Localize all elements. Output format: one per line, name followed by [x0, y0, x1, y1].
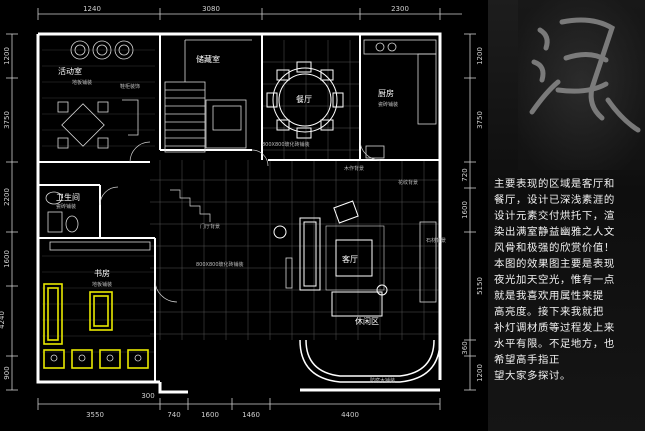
living-room-sofa: [273, 200, 388, 317]
wood-floor-hatch: [42, 49, 155, 353]
room-label-study: 书房: [94, 268, 110, 278]
description-line: 本图的效果图主要是表现: [494, 258, 615, 270]
dim-bottom-4: 1460: [242, 411, 260, 419]
note-activity-floor: 地板铺装: [72, 79, 92, 86]
dim-top-1: 1240: [83, 5, 101, 13]
description-line: 希望高手指正: [494, 354, 560, 366]
description-line: 望大家多探讨。: [494, 370, 571, 382]
entry-steps: [170, 189, 211, 222]
dim-bottom-3: 1600: [201, 411, 219, 419]
dim-top-2: 3080: [202, 5, 220, 13]
floor-tile-grid: [150, 40, 440, 340]
room-label-living: 客厅: [342, 254, 358, 264]
dim-right-4: 1600: [461, 201, 469, 219]
floor-plan: 1240 3080 2300 3550 740 1600 1460 4400 3…: [0, 5, 484, 419]
description-line: 餐厅，设计已深浅素涯的: [494, 194, 615, 206]
activity-room-furniture: [57, 40, 139, 149]
note-dining-floor: 800X800玻化砖铺装: [262, 141, 310, 148]
interior-walls: [38, 34, 440, 382]
description-line: 高亮度。接下来我就把: [494, 306, 604, 318]
dim-bottom-2: 740: [167, 411, 180, 419]
note-a: 鞋柜装饰: [120, 83, 140, 90]
note-d: 门厅背景: [200, 223, 220, 230]
dim-left-4: 1600: [3, 250, 11, 268]
note-bathroom-floor: 瓷砖铺装: [56, 203, 76, 210]
leisure-area-arc: [299, 339, 441, 383]
note-b: 木作背景: [344, 165, 364, 172]
description-line: 水平有限。不足地方，也: [494, 338, 615, 350]
dim-left-1: 1200: [3, 47, 11, 65]
note-f: 石材背景: [426, 237, 446, 244]
description-text: 主要表现的区域是客厅和 餐厅，设计已深浅素涯的 设计元素交付烘托下，渲 染出满室…: [494, 176, 642, 384]
dim-left-6: 900: [3, 366, 11, 379]
dim-left-3: 2200: [3, 188, 11, 206]
dim-right-7: 1200: [476, 364, 484, 382]
description-line: 风骨和极强的欣赏价值！: [494, 242, 615, 254]
dim-right-5: 5150: [476, 277, 484, 295]
description-line: 夜光加天空光，惟有一点: [494, 274, 615, 286]
description-line: 染出满室静益幽雅之人文: [494, 226, 615, 238]
dim-bottom-5: 4400: [341, 411, 359, 419]
note-study-floor: 地板铺装: [92, 281, 112, 288]
tv-wall: [285, 221, 437, 303]
dim-right-6: 360: [461, 341, 469, 354]
study-details: [49, 241, 151, 362]
study-sofa-set: [43, 283, 149, 369]
description-line: 主要表现的区域是客厅和: [494, 178, 615, 190]
dim-bottom-small: 300: [141, 392, 154, 400]
dimension-lines: [6, 8, 476, 410]
living-rug: [325, 225, 385, 291]
room-label-kitchen: 厨房: [378, 88, 394, 98]
description-line: 就是我喜欢用属性来提: [494, 290, 604, 302]
description-panel: 主要表现的区域是客厅和 餐厅，设计已深浅素涯的 设计元素交付烘托下，渲 染出满室…: [488, 0, 645, 431]
dim-left-5: 4240: [0, 311, 6, 329]
outer-walls: [36, 32, 442, 394]
calligraphy-artwork: [518, 0, 645, 170]
doors: [99, 139, 381, 303]
description-line: 设计元素交付烘托下，渲: [494, 210, 615, 222]
room-label-dining: 餐厅: [296, 95, 312, 104]
staircase: [164, 39, 252, 153]
room-label-leisure: 休闲区: [355, 316, 379, 326]
description-line: 补灯调材质等过程发上来: [494, 322, 615, 334]
dim-left-2: 3750: [3, 111, 11, 129]
note-e: 防腐木铺装: [370, 377, 395, 384]
note-c: 花纹背景: [398, 179, 418, 186]
kitchen-counters: [363, 39, 437, 159]
bathroom-fixtures: [45, 191, 79, 233]
room-label-bathroom: 卫生间: [56, 192, 80, 202]
dim-right-1: 1200: [476, 47, 484, 65]
dining-table: [266, 61, 344, 139]
room-label-activity: 活动室: [58, 66, 82, 76]
dim-bottom-1: 3550: [86, 411, 104, 419]
dim-right-2: 3750: [476, 111, 484, 129]
note-kitchen-floor: 瓷砖铺装: [378, 101, 398, 108]
room-label-storage: 储藏室: [196, 54, 220, 64]
dim-top-3: 2300: [391, 5, 409, 13]
note-hall-floor: 800X800玻化砖铺装: [196, 261, 244, 268]
dim-right-3: 720: [461, 168, 469, 181]
